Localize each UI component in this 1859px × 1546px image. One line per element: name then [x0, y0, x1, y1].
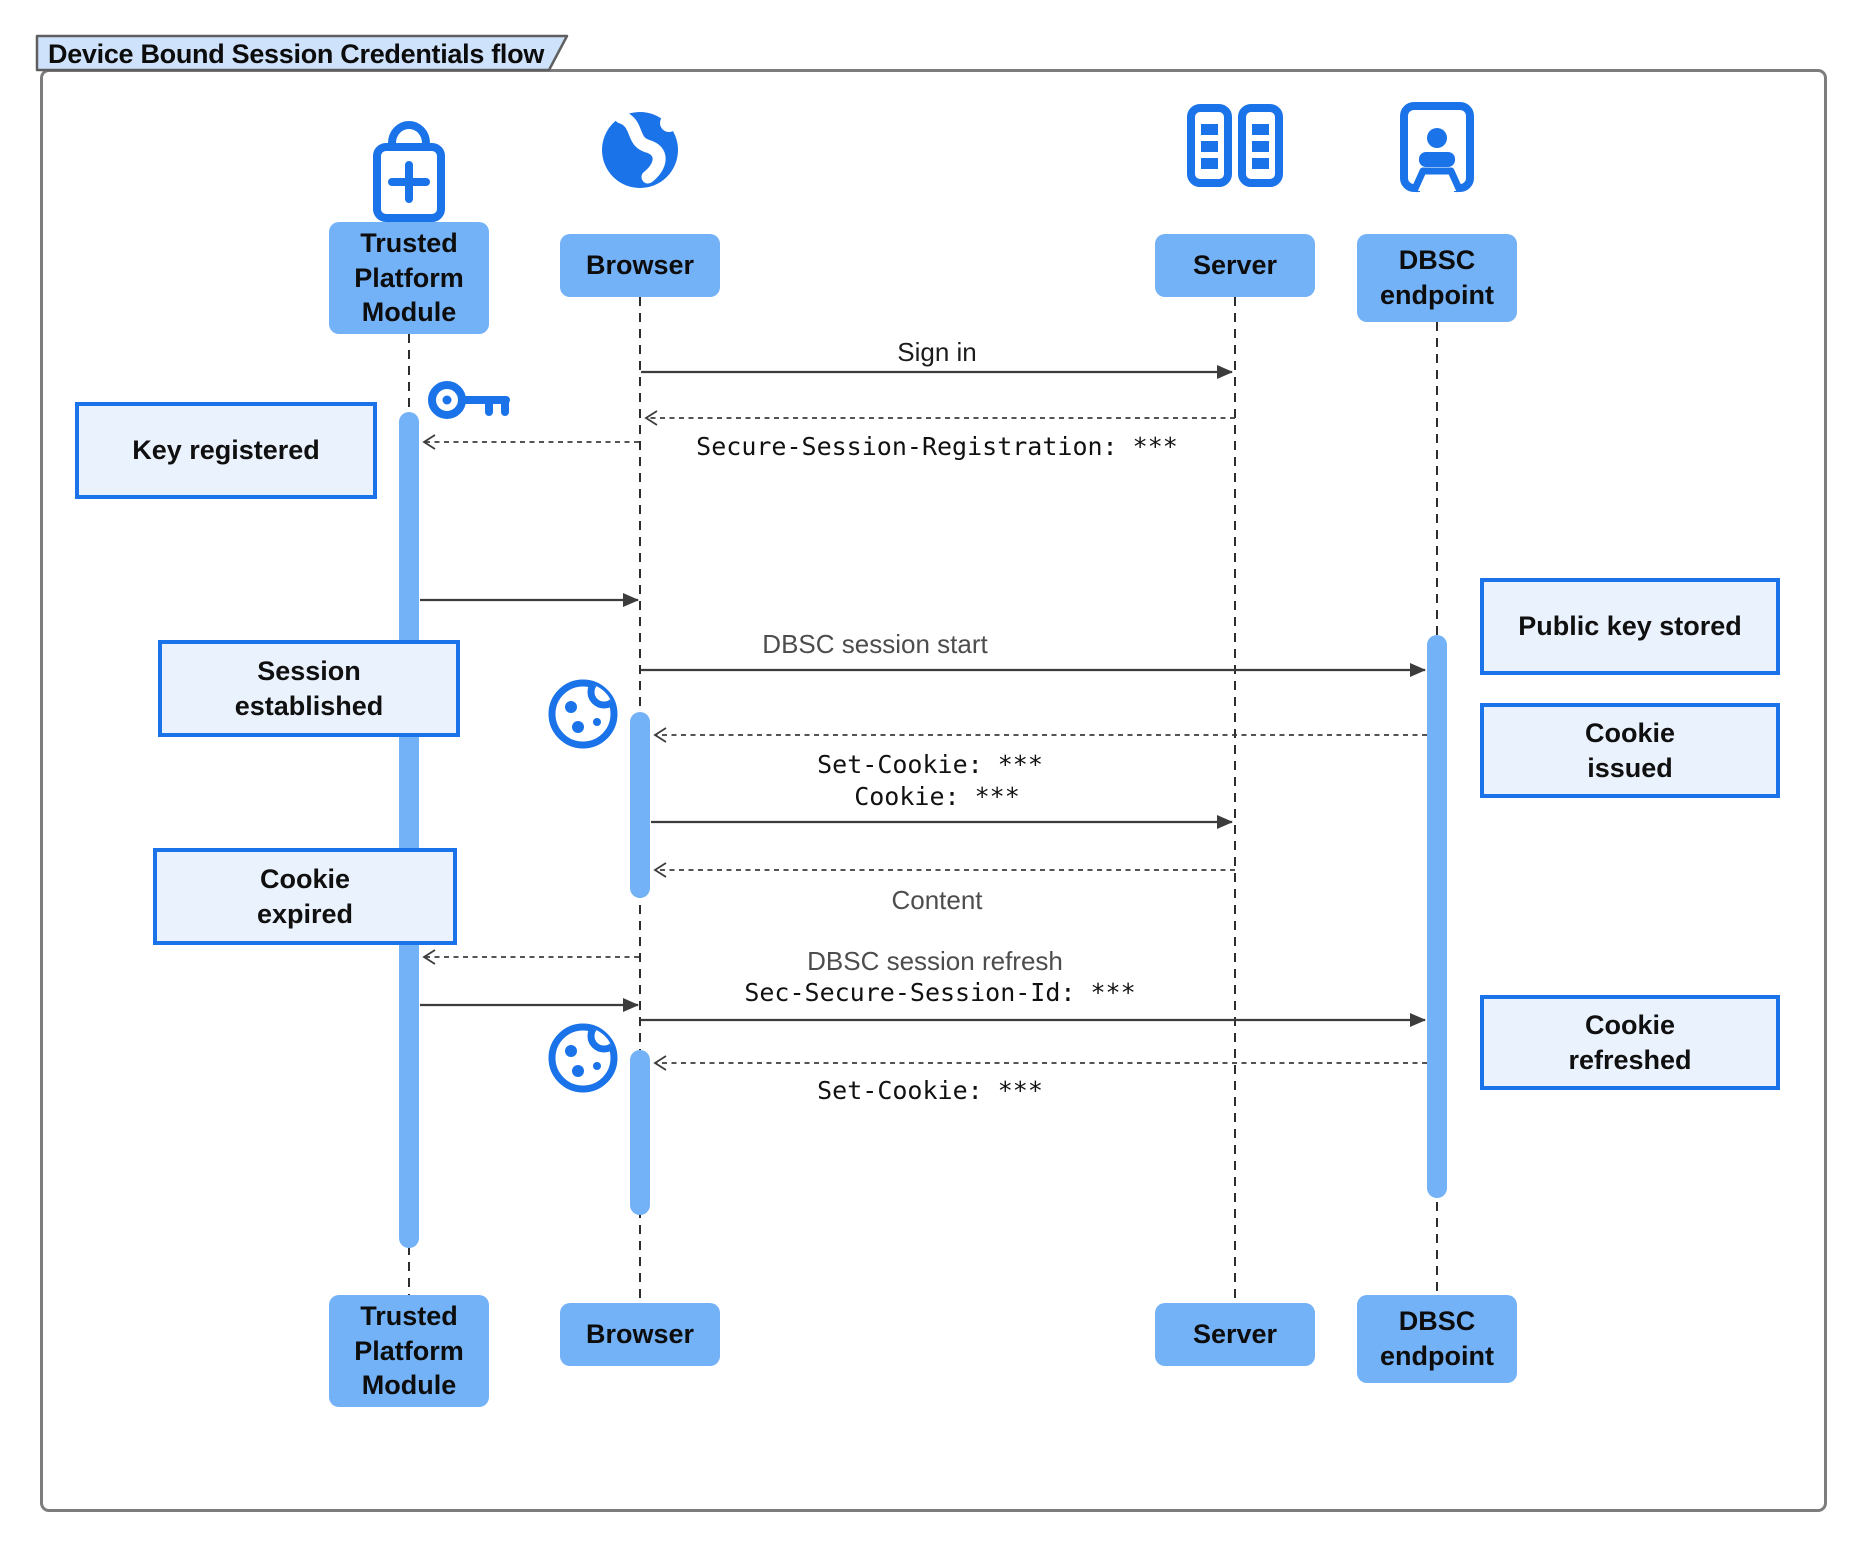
activation-browser-1 [630, 712, 650, 898]
participant-dbsc-top: DBSC endpoint [1357, 234, 1517, 322]
participant-label: Browser [585, 1319, 695, 1350]
note-key-registered: Key registered [75, 402, 377, 499]
lock-plus-icon [373, 121, 445, 222]
server-racks-icon [1187, 104, 1283, 187]
note-text: Key registered [132, 435, 320, 466]
label-secure-session-registration: Secure-Session-Registration: *** [696, 432, 1178, 461]
label-set-cookie-refreshed: Set-Cookie: *** [817, 1076, 1043, 1105]
door-person-icon [1400, 102, 1474, 194]
label-set-cookie-issued: Set-Cookie: *** [817, 750, 1043, 779]
message-arrows [420, 365, 1427, 1071]
participant-tpm-bottom: Trusted Platform Module [329, 1295, 489, 1407]
label-content: Content [891, 885, 983, 915]
label-dbsc-session-start: DBSC session start [762, 629, 988, 659]
participant-label: DBSC endpoint [1380, 245, 1494, 310]
activation-browser-2 [630, 1050, 650, 1215]
diagram-title: Device Bound Session Credentials flow [48, 39, 545, 69]
globe-icon [602, 110, 678, 188]
cookie-icon [548, 679, 618, 749]
participant-browser-top: Browser [560, 234, 720, 297]
title-tab [35, 34, 569, 72]
cookie-icon [548, 1023, 618, 1093]
activation-dbsc [1427, 635, 1447, 1198]
participant-label: DBSC endpoint [1380, 1306, 1494, 1371]
label-sign-in: Sign in [897, 337, 977, 367]
participant-label: Server [1192, 250, 1278, 281]
note-text: Cookie refreshed [1568, 1009, 1692, 1075]
note-public-key-stored: Public key stored [1480, 578, 1780, 675]
label-cookie: Cookie: *** [854, 782, 1020, 811]
note-cookie-expired: Cookie expired [153, 848, 457, 945]
note-cookie-refreshed: Cookie refreshed [1480, 995, 1780, 1090]
participant-server-bottom: Server [1155, 1303, 1315, 1366]
note-text: Session established [234, 655, 384, 721]
participant-label: Browser [585, 250, 695, 281]
activation-bars [399, 412, 1447, 1248]
participant-dbsc-bottom: DBSC endpoint [1357, 1295, 1517, 1383]
note-text: Public key stored [1518, 611, 1742, 642]
note-cookie-issued: Cookie issued [1480, 703, 1780, 798]
participant-label: Server [1192, 1319, 1278, 1350]
note-text: Cookie expired [256, 863, 354, 929]
participant-tpm-top: Trusted Platform Module [329, 222, 489, 334]
note-session-established: Session established [158, 640, 460, 737]
participant-label: Trusted Platform Module [354, 1301, 464, 1401]
activation-tpm [399, 412, 419, 1248]
key-icon [428, 381, 510, 419]
participant-label: Trusted Platform Module [354, 228, 464, 328]
label-sec-secure-session-id: Sec-Secure-Session-Id: *** [744, 978, 1136, 1007]
diagram-border [40, 69, 1827, 1512]
label-dbsc-session-refresh: DBSC session refresh [807, 946, 1063, 976]
participant-server-top: Server [1155, 234, 1315, 297]
participant-browser-bottom: Browser [560, 1303, 720, 1366]
note-text: Cookie issued [1584, 717, 1676, 783]
